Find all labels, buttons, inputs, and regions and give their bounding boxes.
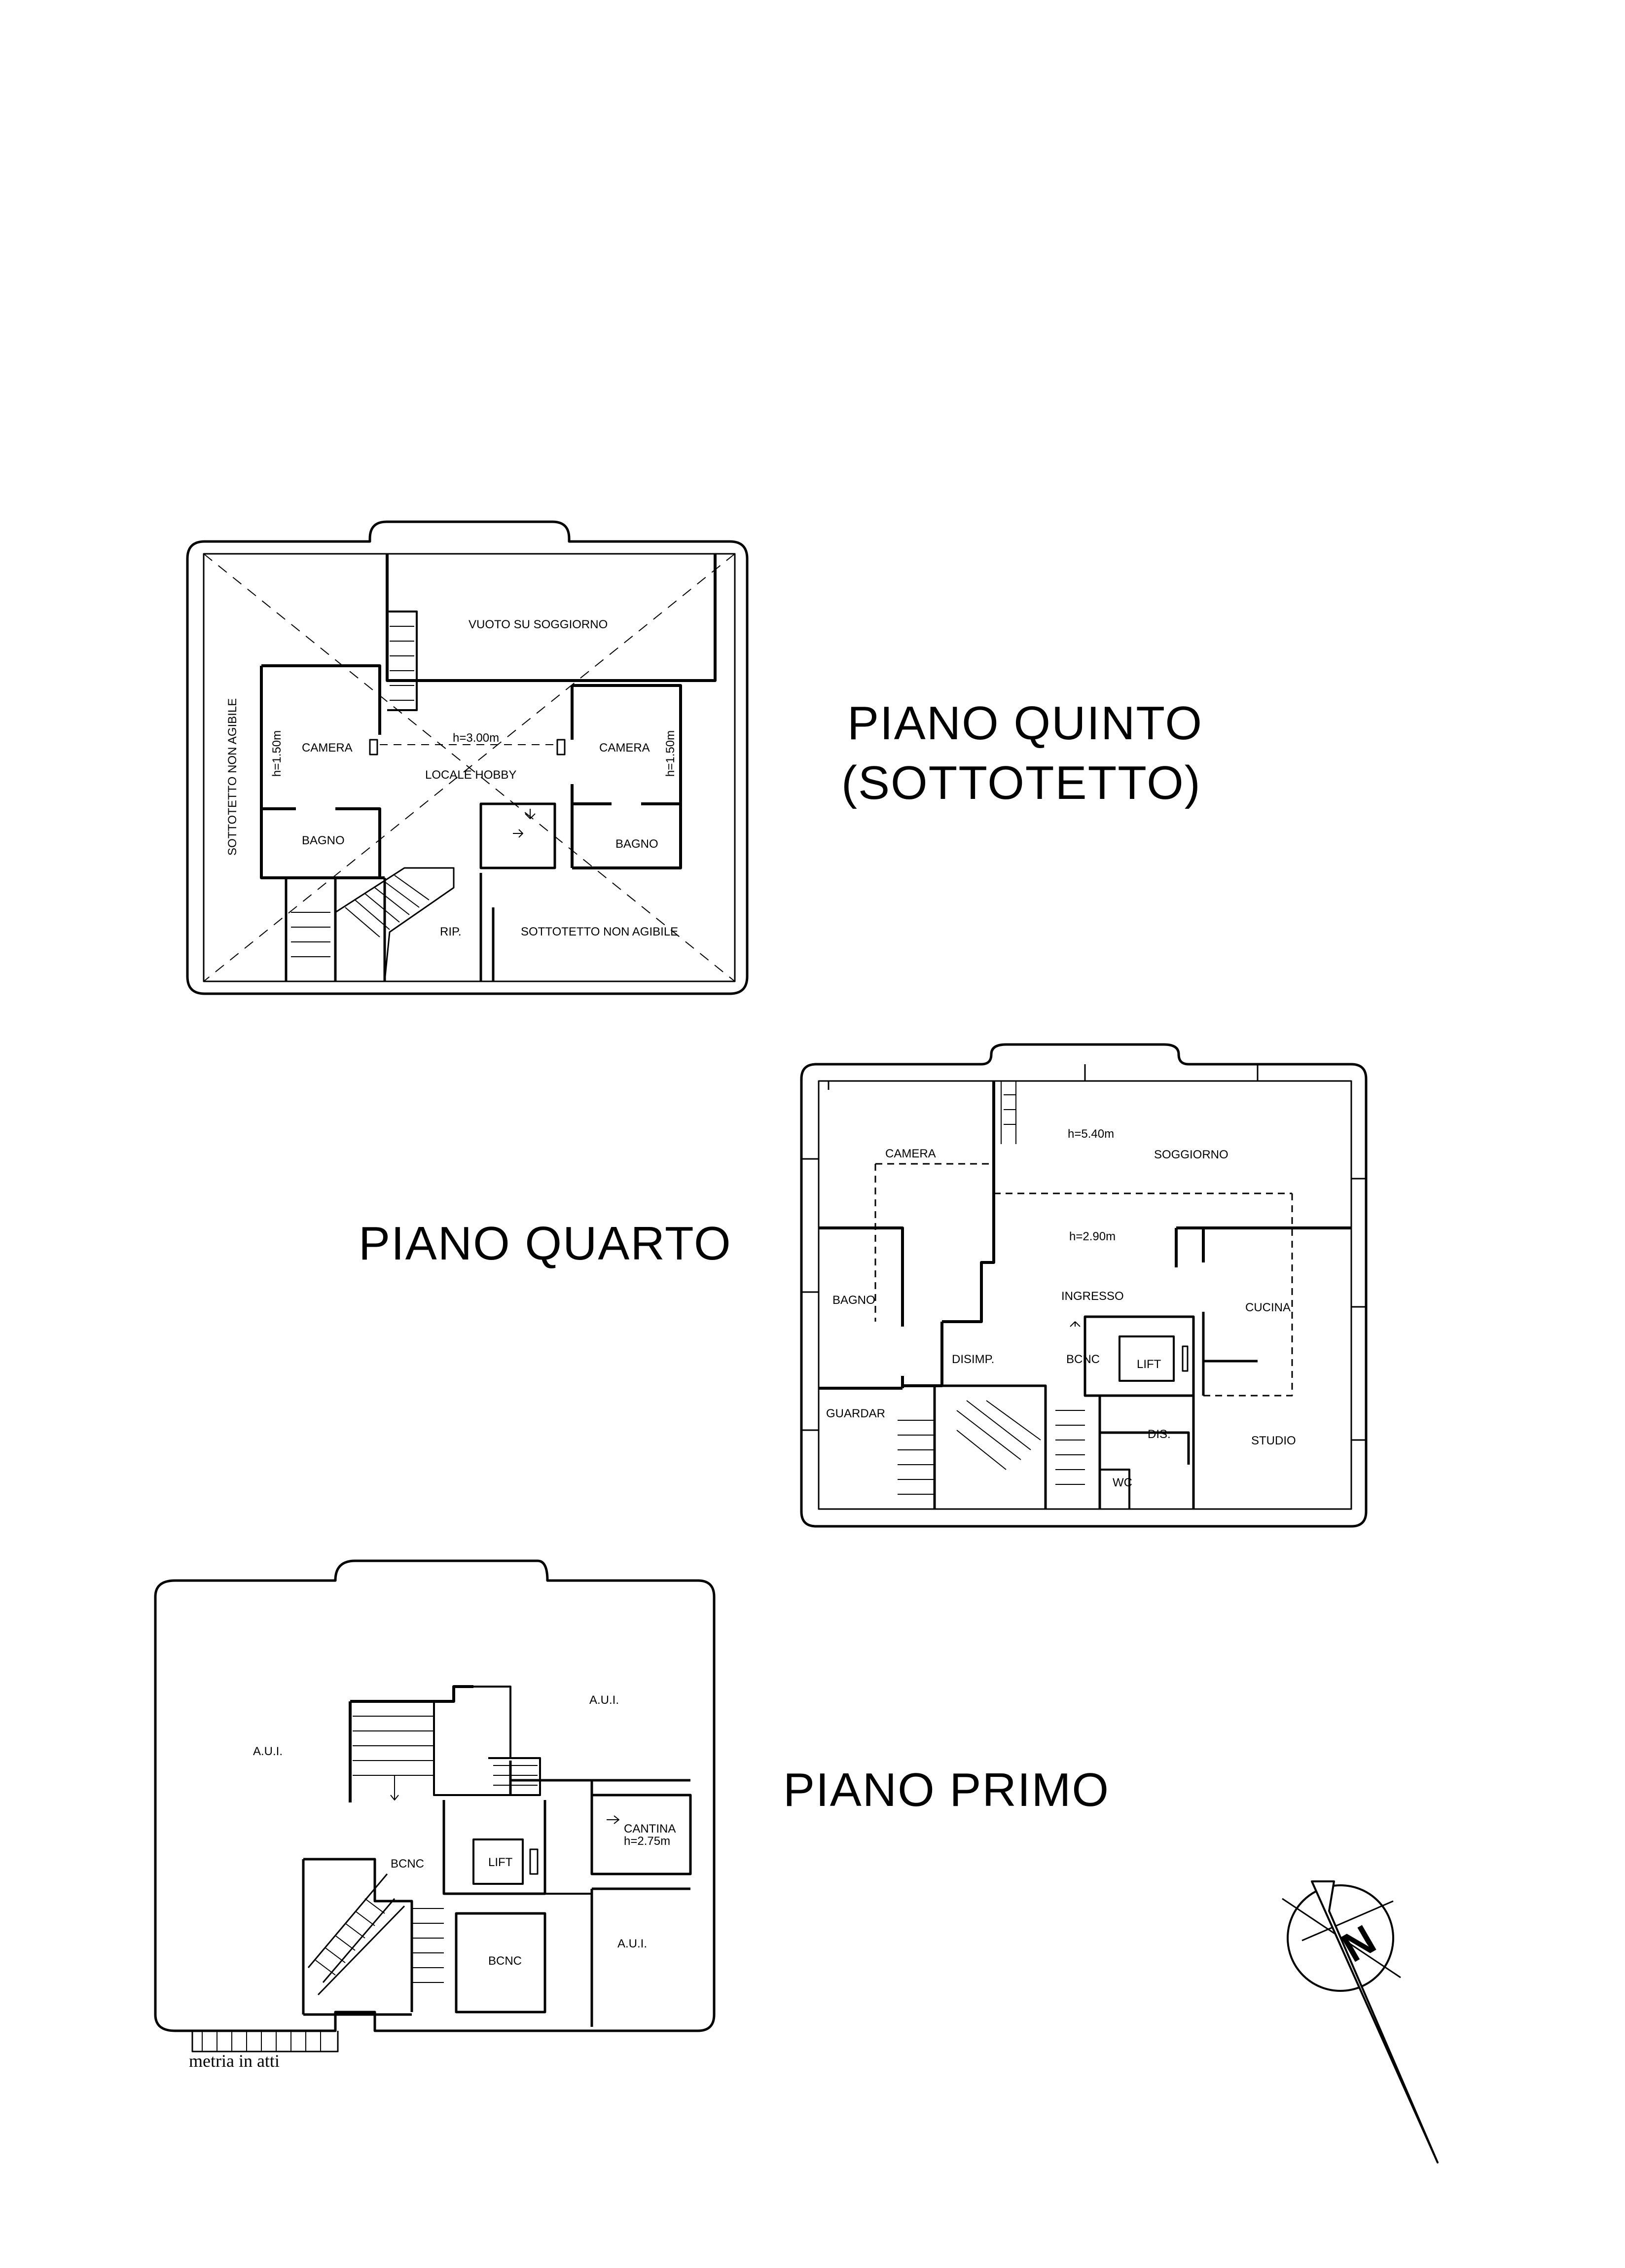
- room-bagno: BAGNO: [832, 1294, 875, 1307]
- room-lift-primo: LIFT: [488, 1856, 513, 1869]
- height-cantina: h=2.75m: [624, 1835, 671, 1848]
- room-disimp: DISIMP.: [952, 1353, 995, 1366]
- room-sottotetto-left: SOTTOTETTO NON AGIBILE: [226, 698, 239, 856]
- room-aui-bottom: A.U.I.: [617, 1937, 648, 1950]
- room-cantina: CANTINA: [624, 1822, 676, 1836]
- footer-note: metria in atti: [189, 2051, 280, 2071]
- room-dis: DIS.: [1148, 1428, 1171, 1441]
- plan-piano-primo: [154, 1559, 716, 2052]
- room-sottotetto-bottom: SOTTOTETTO NON AGIBILE: [521, 925, 679, 938]
- room-aui-left: A.U.I.: [253, 1745, 283, 1758]
- subtitle-piano-quinto: (SOTTOTETTO): [841, 756, 1201, 809]
- height-soggiorno: h=5.40m: [1068, 1127, 1115, 1141]
- plan-piano-quarto: [800, 1043, 1368, 1528]
- room-locale-hobby: LOCALE HOBBY: [425, 768, 517, 782]
- room-rip: RIP.: [440, 925, 462, 938]
- room-wc: WC: [1113, 1476, 1132, 1489]
- height-ingresso: h=2.90m: [1069, 1230, 1116, 1243]
- room-soggiorno: SOGGIORNO: [1154, 1148, 1228, 1161]
- room-lift: LIFT: [1137, 1358, 1161, 1371]
- north-arrow-icon: [1282, 1880, 1439, 2163]
- room-cucina: CUCINA: [1245, 1301, 1291, 1314]
- plan-piano-quinto: [186, 520, 749, 995]
- room-vuoto-su-soggiorno: VUOTO SU SOGGIORNO: [469, 618, 608, 631]
- title-piano-quarto: PIANO QUARTO: [359, 1217, 732, 1270]
- room-bcnc-top: BCNC: [391, 1857, 425, 1871]
- height-camera-left: h=1.50m: [270, 730, 284, 777]
- room-ingresso: INGRESSO: [1061, 1290, 1124, 1303]
- room-bcnc-bottom: BCNC: [488, 1954, 522, 1968]
- height-camera-right: h=1.50m: [664, 730, 677, 777]
- room-aui-top: A.U.I.: [589, 1693, 619, 1707]
- room-studio: STUDIO: [1251, 1434, 1296, 1447]
- room-bagno-right: BAGNO: [615, 837, 658, 851]
- height-locale-hobby: h=3.00m: [453, 731, 500, 745]
- title-piano-quinto: PIANO QUINTO: [847, 697, 1203, 750]
- room-camera-left: CAMERA: [302, 741, 353, 755]
- room-camera: CAMERA: [885, 1147, 936, 1160]
- title-piano-primo: PIANO PRIMO: [783, 1764, 1110, 1816]
- room-bagno-left: BAGNO: [302, 834, 345, 847]
- room-camera-right: CAMERA: [599, 741, 650, 755]
- room-bcnc: BCNC: [1066, 1353, 1100, 1366]
- room-guardar: GUARDAR: [826, 1407, 886, 1420]
